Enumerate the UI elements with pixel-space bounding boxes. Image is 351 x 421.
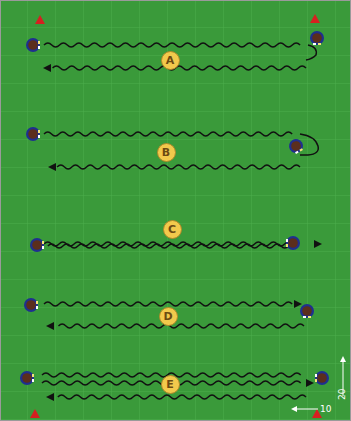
station-letter: B [162, 147, 170, 158]
station-letter: A [166, 55, 175, 66]
dimension-label: 20 [338, 389, 347, 400]
dimension-label: 10 [320, 405, 331, 414]
station-letter: C [168, 224, 176, 235]
station-letter-circle: A [161, 51, 180, 70]
station-letter-circle: C [163, 220, 182, 239]
station-letter-circle: B [157, 143, 176, 162]
station-letter-circle: D [159, 307, 178, 326]
station-letter: E [166, 379, 174, 390]
station-letter-circle: E [161, 375, 180, 394]
station-letter: D [163, 311, 172, 322]
